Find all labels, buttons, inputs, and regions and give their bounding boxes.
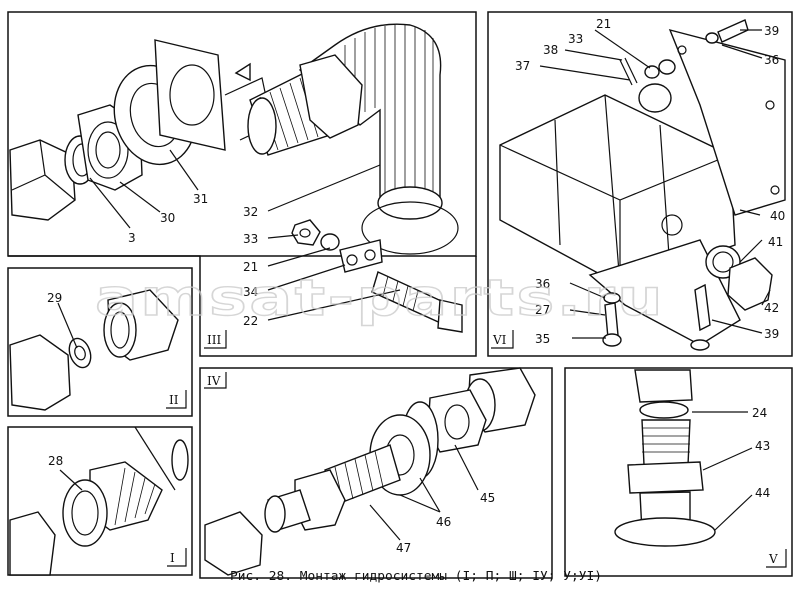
panel-v — [564, 367, 793, 577]
callout-34: 34 — [243, 285, 258, 299]
svg-text:V: V — [768, 552, 778, 566]
panel-i — [7, 426, 193, 576]
callout-labels: 3 30 31 32 33 21 34 22 29 28 21 33 38 37… — [47, 17, 785, 555]
svg-text:VI: VI — [492, 333, 507, 347]
panel-ii — [7, 267, 193, 417]
callout-32: 32 — [243, 205, 258, 219]
callout-29: 29 — [47, 291, 62, 305]
leader-lines — [57, 29, 771, 541]
callout-24: 24 — [752, 406, 767, 420]
callout-46: 46 — [436, 515, 451, 529]
panel-iii — [7, 11, 477, 357]
callout-44: 44 — [755, 486, 770, 500]
svg-text:I: I — [170, 551, 175, 565]
panel-label-i: I — [167, 548, 187, 567]
callout-39b: 39 — [764, 327, 779, 341]
watermark: amsat-parts.ru — [95, 269, 665, 327]
callout-47: 47 — [396, 541, 411, 555]
panel-label-vi: VI — [491, 330, 514, 349]
callout-36a: 36 — [764, 53, 779, 67]
callout-22: 22 — [243, 314, 258, 328]
callout-31: 31 — [193, 192, 208, 206]
callout-33a: 33 — [243, 232, 258, 246]
callout-41: 41 — [768, 235, 783, 249]
callout-33b: 33 — [568, 32, 583, 46]
callout-43: 43 — [755, 439, 770, 453]
svg-text:III: III — [207, 333, 221, 347]
callout-27: 27 — [535, 303, 550, 317]
callout-28: 28 — [48, 454, 63, 468]
figure-caption: Рис. 28. Монтаж гидросистемы (I; П; Ш; I… — [230, 568, 602, 583]
svg-text:IV: IV — [207, 374, 221, 388]
panel-vi — [487, 11, 793, 357]
panel-label-v: V — [766, 549, 787, 568]
callout-21a: 21 — [243, 260, 258, 274]
callout-42: 42 — [764, 301, 779, 315]
callout-40: 40 — [770, 209, 785, 223]
callout-39a: 39 — [764, 24, 779, 38]
callout-38: 38 — [543, 43, 558, 57]
panel-labels: III VI II I IV V — [166, 330, 787, 568]
callout-3: 3 — [128, 231, 136, 245]
callout-36b: 36 — [535, 277, 550, 291]
callout-37: 37 — [515, 59, 530, 73]
callout-45: 45 — [480, 491, 495, 505]
svg-text:II: II — [169, 393, 179, 407]
panel-label-ii: II — [166, 390, 187, 409]
panel-iv — [199, 367, 553, 579]
panel-label-iii: III — [204, 330, 227, 349]
callout-30: 30 — [160, 211, 175, 225]
callout-21b: 21 — [596, 17, 611, 31]
callout-35: 35 — [535, 332, 550, 346]
panel-label-iv: IV — [204, 372, 227, 389]
